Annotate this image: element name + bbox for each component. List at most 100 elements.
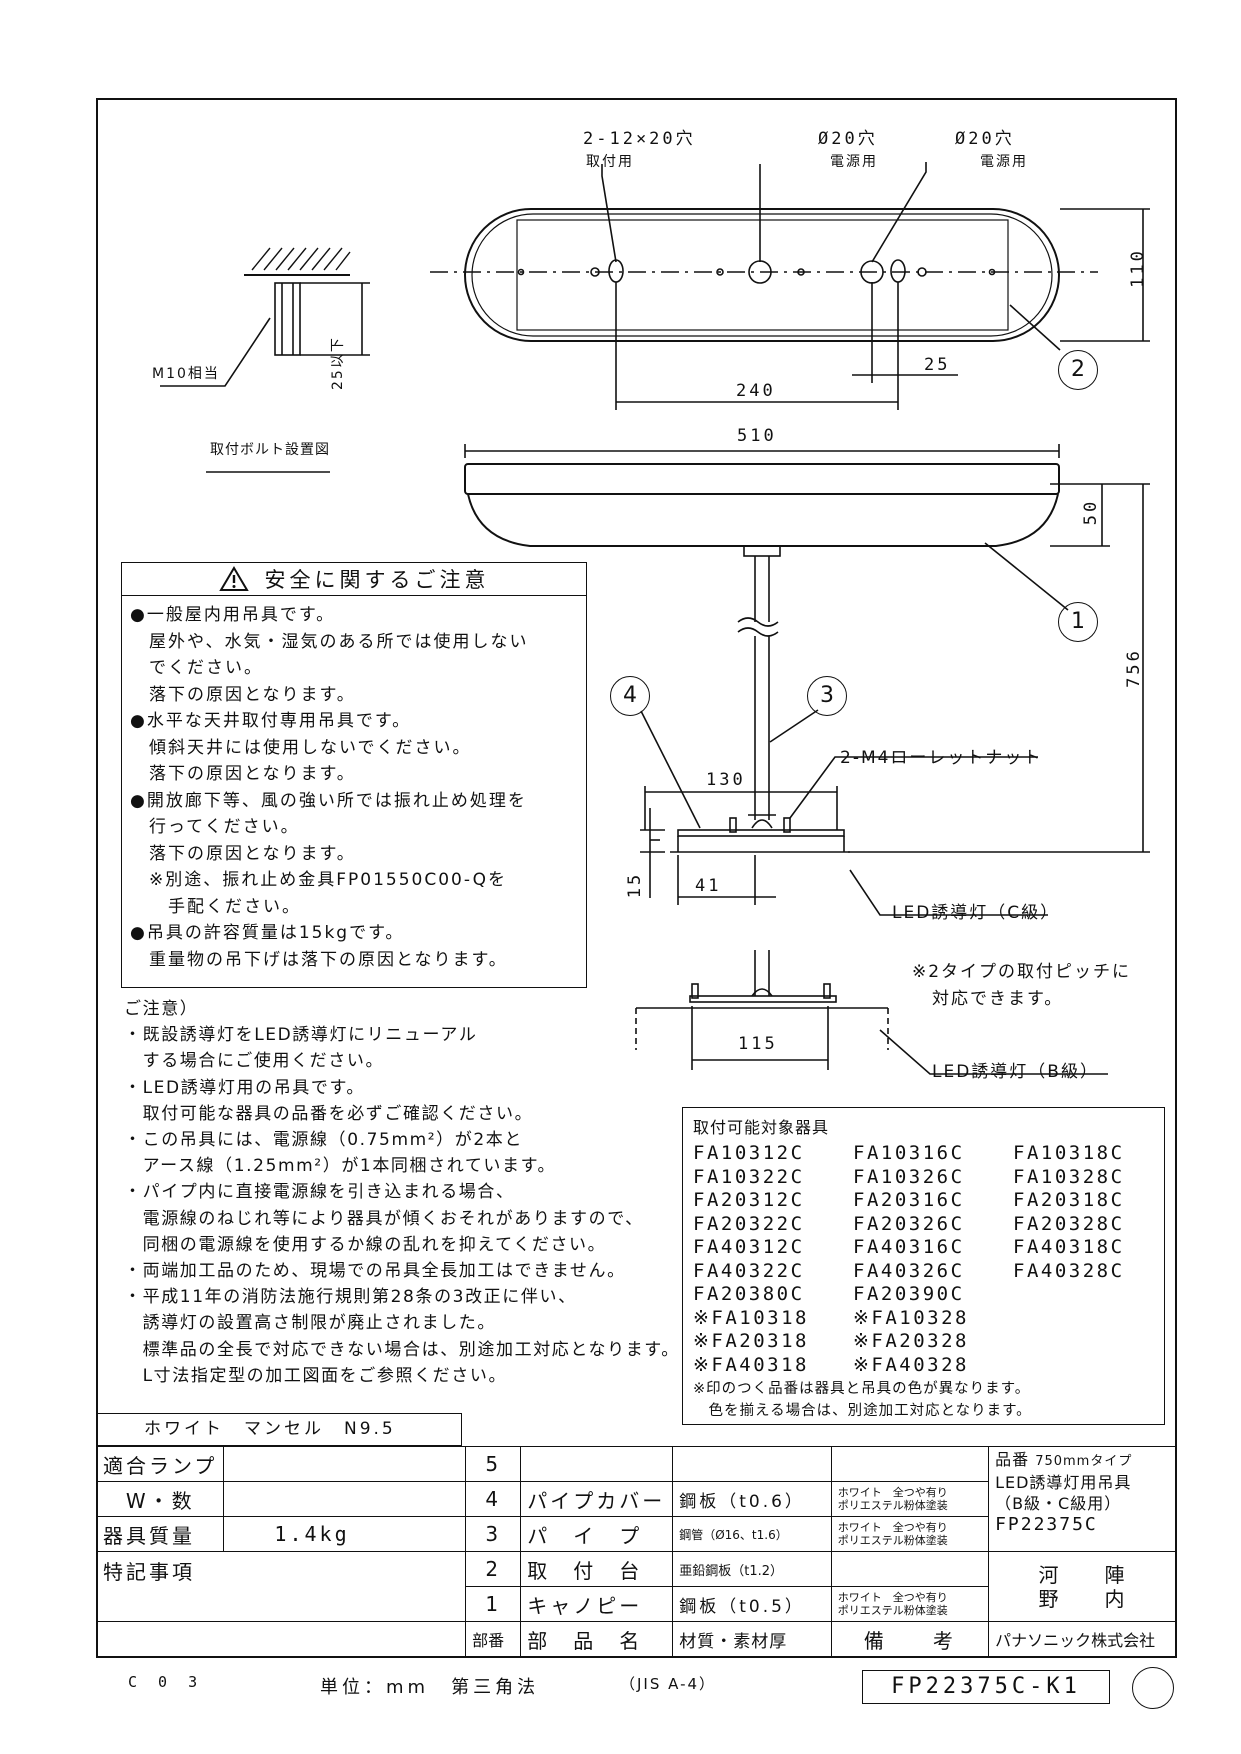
fixture-code: FA10316C: [853, 1142, 965, 1164]
safety-line: 落下の原因となります。: [130, 764, 356, 784]
fixture-code: FA40316C: [853, 1236, 965, 1258]
safety-line: ●水平な天井取付専用吊具です。: [130, 711, 412, 731]
weight-value: 1.4kg: [223, 1516, 467, 1552]
fixture-code: FA40326C: [853, 1259, 965, 1282]
part-no: 1: [465, 1586, 522, 1622]
notes-heading: ご注意）: [124, 999, 199, 1019]
dim-510: 510: [737, 426, 777, 446]
fixture-code: [1013, 1354, 1163, 1378]
note-line: する場合にご使用ください。: [124, 1051, 385, 1072]
fixture-code: FA20328C: [1013, 1212, 1125, 1235]
part-name: 取 付 台: [520, 1551, 674, 1587]
product-code: FP22375C: [995, 1514, 1098, 1535]
callout-2: 2: [1058, 350, 1098, 390]
fixture-code: FA20326C: [853, 1212, 965, 1235]
fixture-code: FA10312C: [693, 1142, 805, 1164]
lamp-value: [223, 1446, 467, 1482]
part-material: 鋼管（Ø16、t1.6）: [672, 1516, 832, 1552]
dim-756: 756: [1123, 648, 1144, 688]
fixture-code: FA20318C: [1013, 1189, 1125, 1211]
safety-title: 安全に関するご注意: [264, 568, 490, 592]
fixture-code: [1013, 1307, 1163, 1331]
note-line: 同梱の電源線を使用するか線の乱れを抑えてください。: [124, 1234, 607, 1255]
fixture-code: ※FA20318: [693, 1330, 809, 1352]
safety-header: 安全に関するご注意: [122, 563, 586, 596]
drawing-frame: [96, 98, 1177, 1658]
safety-line: 重量物の吊下げは落下の原因となります。: [130, 949, 508, 970]
fixture-code: ※FA40318: [693, 1353, 809, 1376]
pitch-note-2: 対応できます。: [932, 989, 1064, 1009]
top-view-plate: [430, 162, 1150, 410]
callout-1: 1: [1058, 602, 1098, 642]
weight-label: 器具質量: [95, 1516, 225, 1552]
fixture-code: FA20316C: [853, 1189, 965, 1211]
note-line: ・この吊具には、電源線（0.75mm²）が2本と: [124, 1130, 524, 1151]
safety-line: ※別途、振れ止め金具FP01550C00-Qを: [130, 870, 507, 890]
notes-section: ご注意） ・既設誘導灯をLED誘導灯にリニューアル する場合にご使用ください。 …: [124, 996, 680, 1389]
part-remark: ホワイト 全つや有り ポリエステル粉体塗装: [830, 1516, 990, 1552]
fixtures-title: 取付可能対象器具: [693, 1118, 830, 1137]
mount-holes-label: 2-12×20穴: [583, 129, 696, 149]
title-block-table: 適合ランプ 5 品番 750mmタイプ LED誘導灯用吊具 （B級・C級用） F…: [95, 1446, 1177, 1657]
fixture-code: FA10328C: [1013, 1165, 1125, 1188]
fixtures-note-1: ※印のつく品番は器具と吊具の色が異なります。: [693, 1381, 1031, 1397]
dim-110: 110: [1127, 248, 1148, 288]
note-line: 標準品の全長で対応できない場合は、別途加工対応となります。: [124, 1339, 680, 1360]
dim-25: 25: [924, 355, 951, 375]
watt-label: W・数: [95, 1481, 225, 1517]
fixture-code: FA20312C: [693, 1189, 805, 1211]
callout-4: 4: [610, 676, 650, 716]
safety-line: ●吊具の許容質量は15kgです。: [130, 923, 405, 943]
dim-41: 41: [695, 876, 722, 896]
part-material: 鋼板（t0.5）: [672, 1586, 832, 1622]
company-name: パナソニック株式会社: [988, 1621, 1177, 1657]
part-remark: ホワイト 全つや有り ポリエステル粉体塗装: [830, 1481, 990, 1517]
fixture-code: ※FA10318: [693, 1306, 809, 1329]
fixture-code: FA20322C: [693, 1212, 805, 1235]
fixture-code: FA20390C: [853, 1283, 965, 1305]
product-name-1: LED誘導灯用吊具: [995, 1473, 1132, 1492]
dim-50: 50: [1081, 498, 1102, 526]
bolt-caption: 取付ボルト設置図: [210, 442, 330, 458]
note-line: 電源線のねじれ等により器具が傾くおそれがありますので、: [124, 1208, 644, 1229]
part-name: パ イ プ: [520, 1516, 674, 1552]
part-material: 亜鉛鋼板（t1.2）: [672, 1551, 832, 1587]
sign-line-2: 野 内: [1038, 1586, 1127, 1611]
callout-3: 3: [807, 676, 847, 716]
mount-use-label: 取付用: [586, 154, 634, 170]
bolt-detail: [160, 247, 370, 473]
note-line: L寸法指定型の加工図面をご参照ください。: [124, 1365, 508, 1386]
blank-cell: [96, 1621, 467, 1657]
product-label: 品番: [995, 1450, 1030, 1469]
safety-line: 傾斜天井には使用しないでください。: [130, 737, 472, 758]
note-line: ・パイプ内に直接電源線を引き込まれる場合、: [124, 1182, 515, 1203]
part-name: パイプカバー: [520, 1481, 674, 1517]
note-line: ・平成11年の消防法施行規則第28条の3改正に伴い、: [124, 1287, 577, 1308]
lamp-label: 適合ランプ: [95, 1446, 225, 1482]
header-part-no: 部番: [465, 1621, 522, 1657]
fixture-code: [1013, 1283, 1163, 1307]
power-hole-2-label: Ø20穴: [955, 129, 1015, 149]
bolt-length: 25以下: [330, 336, 346, 390]
fixture-code: FA10326C: [853, 1165, 965, 1188]
header-part-name: 部 品 名: [520, 1621, 674, 1657]
dim-15: 15: [625, 871, 646, 899]
part-no: 5: [465, 1446, 522, 1482]
fixture-code: [1013, 1330, 1163, 1354]
part-name: キャノピー: [520, 1586, 674, 1622]
part-material: [672, 1446, 832, 1482]
header-remark: 備 考: [830, 1621, 990, 1657]
drawing-number: FP22375C-K1: [862, 1670, 1110, 1704]
part-remark: ホワイト 全つや有り ポリエステル粉体塗装: [830, 1586, 990, 1622]
note-line: アース線（1.25mm²）が1本同梱されています。: [124, 1156, 557, 1177]
part-no: 2: [465, 1551, 522, 1587]
dim-240: 240: [736, 381, 776, 401]
fixture-code: ※FA40328: [853, 1353, 969, 1376]
note-line: 取付可能な器具の品番を必ずご確認ください。: [124, 1103, 534, 1124]
safety-line: 行ってください。: [130, 817, 300, 837]
side-view: [464, 444, 1150, 916]
power-use-2-label: 電源用: [980, 154, 1028, 170]
warning-icon: [218, 566, 249, 591]
watt-value: [223, 1481, 467, 1517]
stamp-circle: [1132, 1667, 1174, 1709]
